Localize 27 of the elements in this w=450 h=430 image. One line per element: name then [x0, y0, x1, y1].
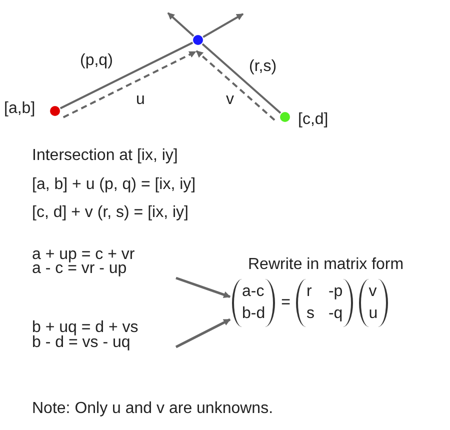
matrix: r -p s -q: [296, 279, 353, 327]
edge-label: (p,q): [78, 52, 115, 70]
text-line: Rewrite in matrix form: [248, 255, 404, 275]
text-line: b + uq = d + vs: [32, 318, 138, 336]
text-line: a + up = c + vr: [32, 245, 135, 264]
point-dot: [193, 35, 203, 45]
point-label: [a,b]: [4, 99, 36, 119]
edge-label: (r,s): [247, 58, 279, 76]
point-dot: [50, 106, 60, 116]
arrow: [175, 318, 231, 348]
text-line: [c, d] + v (r, s) = [ix, iy]: [32, 203, 188, 223]
matrix-vector: a-c b-d: [232, 279, 276, 327]
line: [60, 42, 194, 110]
arrow: [167, 12, 194, 37]
line: [202, 43, 282, 114]
point-dot: [280, 112, 290, 122]
equation: b - d = vs - uq: [32, 333, 130, 353]
text-line: [a, b] + u (p, q) = [ix, iy]: [32, 175, 196, 195]
arrow: [176, 276, 231, 298]
matrix-vector: v u: [358, 279, 388, 327]
arrow: [62, 50, 196, 118]
arrow: [196, 50, 276, 121]
text-line: Intersection at [ix, iy]: [32, 146, 178, 166]
point-label: [c,d]: [298, 110, 328, 130]
equals-sign: =: [281, 294, 290, 312]
text-line: Note: Only u and v are unknowns.: [32, 399, 274, 419]
arrow: [202, 13, 244, 38]
